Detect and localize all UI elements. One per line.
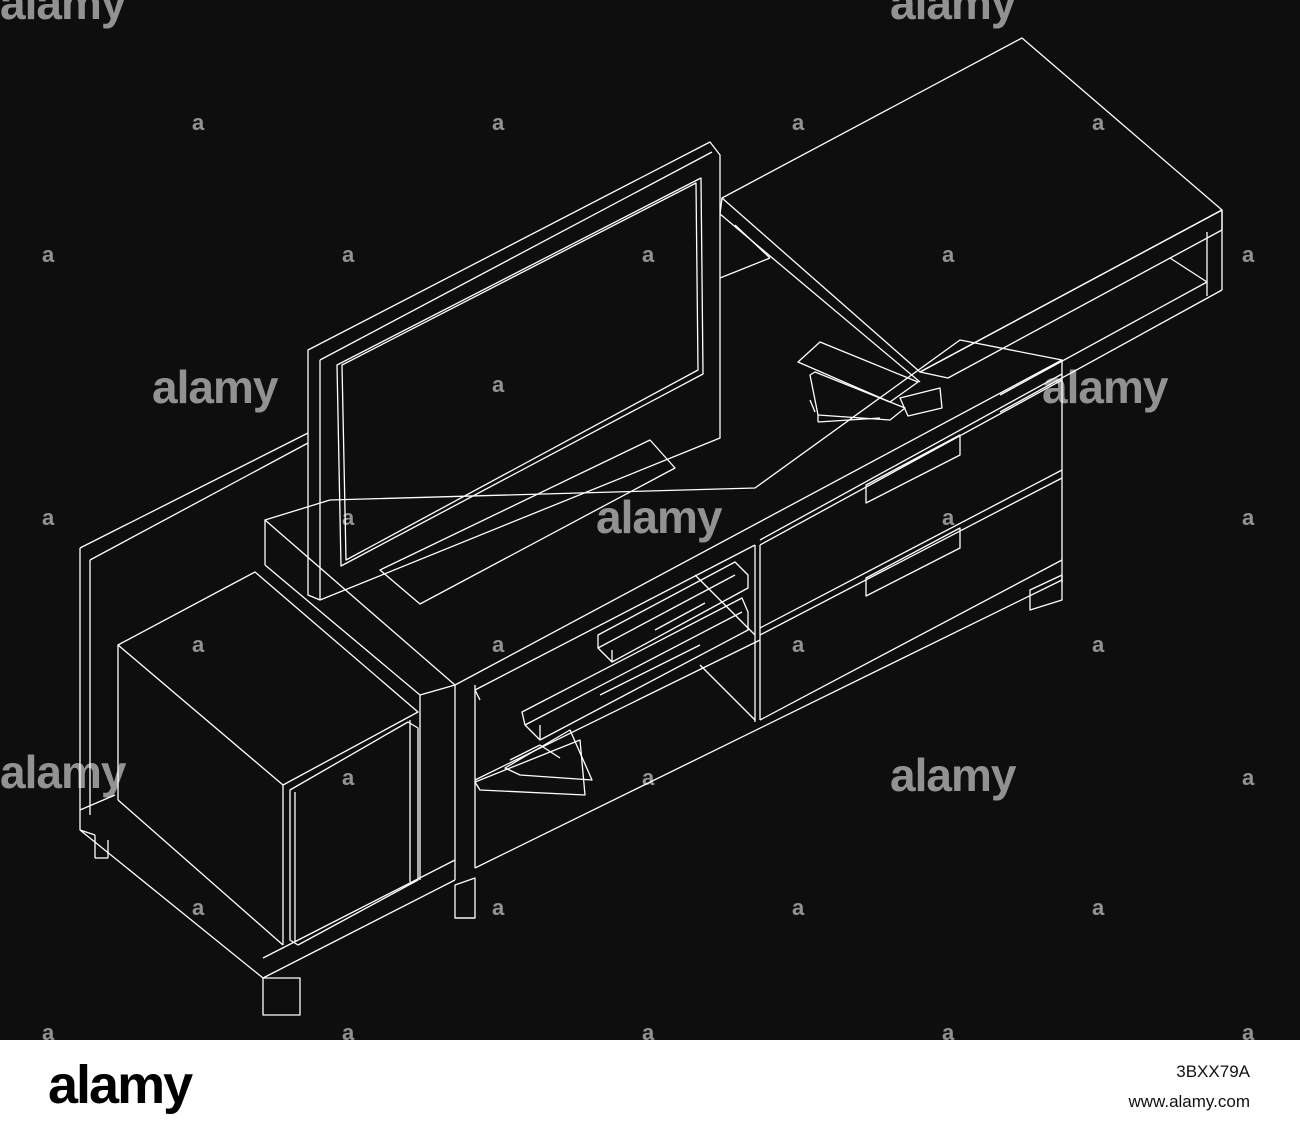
alamy-logo[interactable]: alamy — [48, 1055, 193, 1115]
site-url[interactable]: www.alamy.com — [1128, 1092, 1250, 1111]
flat-tv — [307, 141, 721, 605]
image-id: 3BXX79A — [1176, 1062, 1250, 1081]
right-shelf — [719, 37, 1223, 413]
speaker-cube — [117, 571, 419, 946]
tv-stand-illustration — [79, 37, 1223, 1016]
base-platform — [79, 432, 456, 979]
footer-bar: alamy 3BXX79A www.alamy.com — [0, 1040, 1300, 1130]
main-cabinet — [262, 339, 1063, 1016]
book-stack-shelf — [474, 729, 593, 796]
media-players — [521, 561, 749, 741]
book-stack-top — [797, 341, 943, 423]
wireframe-drawing: alamy alamy alamy alamy alamy alamy alam… — [0, 0, 1255, 1045]
side-panel — [264, 520, 456, 880]
